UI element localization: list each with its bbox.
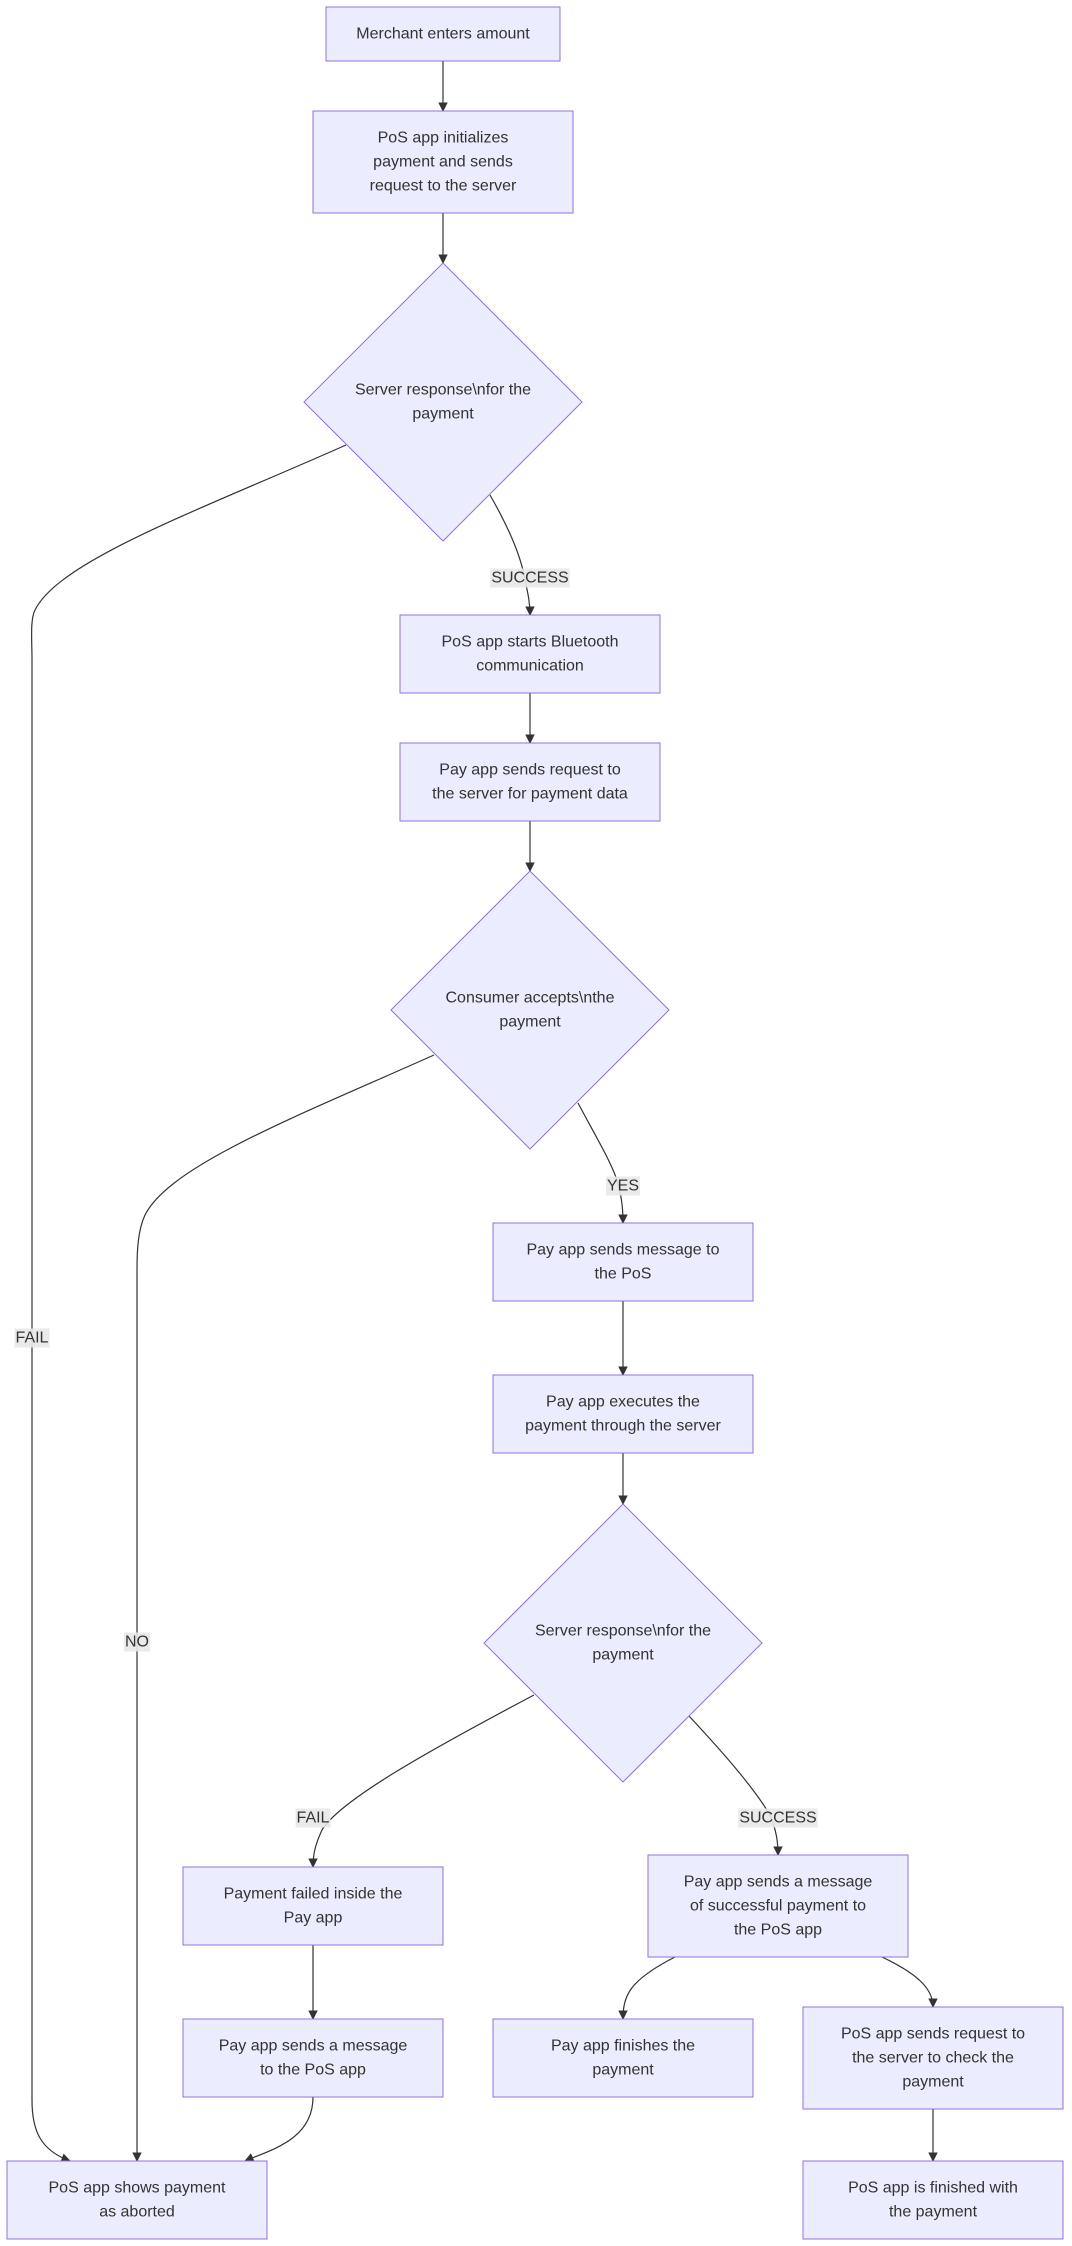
node-label-line: Pay app sends request to	[439, 762, 621, 779]
edge-label-server1-to-aborted: FAIL	[14, 1328, 50, 1348]
edges-layer	[31, 61, 938, 2163]
edge-label-bg	[124, 1632, 150, 1652]
node-label-line: PoS app is finished with	[848, 2180, 1018, 2197]
node-pay-success-msg: Pay app sends a message of successful pay…	[647, 1854, 909, 1958]
node-label-line: Server response\nfor the	[535, 1623, 711, 1640]
edge-label-consumer-to-pay_msg: YES	[605, 1176, 641, 1196]
node-pay-msg: Pay app sends message to the PoS	[492, 1222, 754, 1302]
node-label-line: payment and sends	[373, 154, 513, 171]
node-server2: Server response\nfor the payment	[483, 1503, 763, 1783]
node-label-line: PoS app shows payment	[49, 2180, 227, 2197]
node-label-line: Pay app finishes the	[551, 2038, 695, 2055]
process-box	[399, 614, 661, 694]
edge-server2-to-pay_success_msg	[688, 1715, 783, 1856]
edge-label-text: FAIL	[16, 1330, 49, 1347]
node-bt: PoS app starts Bluetooth communication	[399, 614, 661, 694]
edge-server1-to-aborted	[31, 444, 347, 2163]
process-box	[325, 6, 561, 62]
node-aborted: PoS app shows payment as aborted	[6, 2160, 268, 2240]
node-label-line: Pay app sends message to	[526, 1242, 719, 1259]
edge-label-text: YES	[607, 1178, 639, 1195]
node-label-line: as aborted	[99, 2204, 175, 2221]
edge-pay_success_msg-to-pos_check	[881, 1956, 938, 2008]
edge-label-server1-to-bt: SUCCESS	[490, 568, 570, 588]
edge-label-text: NO	[125, 1634, 149, 1651]
edge-label-server2-to-pay_success_msg: SUCCESS	[738, 1808, 818, 1828]
process-box	[802, 2006, 1064, 2110]
node-label-line: Pay app	[284, 1910, 343, 1927]
edge-label-bg	[295, 1808, 331, 1828]
node-label-line: PoS app starts Bluetooth	[442, 634, 619, 651]
process-box	[182, 2018, 444, 2098]
process-box	[312, 110, 574, 214]
edge-label-server2-to-fail_inside: FAIL	[295, 1808, 331, 1828]
edge-fail_msg-to-aborted	[244, 2096, 314, 2162]
node-label-line: communication	[476, 658, 584, 675]
node-label-line: the payment	[889, 2204, 978, 2221]
node-label-line: Pay app executes the	[546, 1394, 700, 1411]
node-label-line: the PoS	[595, 1266, 652, 1283]
node-label-line: the PoS app	[734, 1922, 822, 1939]
node-label-line: request to the server	[370, 178, 517, 195]
process-box	[492, 1222, 754, 1302]
node-label-line: payment through the server	[525, 1418, 721, 1435]
node-server1: Server response\nfor the payment	[303, 262, 583, 542]
edge-labels-layer: SUCCESS FAIL YES NO FAIL SUCCESS	[14, 568, 818, 1828]
edge-pay_success_msg-to-pay_finish	[618, 1956, 676, 2020]
node-label-line: the server to check the	[852, 2050, 1014, 2067]
edge-label-bg	[490, 568, 570, 588]
node-pay-exec: Pay app executes the payment through the …	[492, 1374, 754, 1454]
process-box	[399, 742, 661, 822]
edge-server1-to-bt	[489, 494, 535, 616]
node-consumer: Consumer accepts\nthe payment	[390, 870, 670, 1150]
node-label-line: the server for payment data	[432, 786, 628, 803]
edge-label-text: FAIL	[297, 1810, 330, 1827]
edge-label-consumer-to-aborted: NO	[124, 1632, 150, 1652]
edge-server2-to-fail_inside	[308, 1694, 535, 1868]
decision-diamond	[483, 1503, 763, 1783]
node-label-line: Merchant enters amount	[356, 26, 530, 43]
node-label-line: Payment failed inside the	[224, 1886, 403, 1903]
decision-diamond	[390, 870, 670, 1150]
node-pos-init: PoS app initializes payment and sends requ…	[312, 110, 574, 214]
edge-consumer-to-pay_msg	[577, 1102, 628, 1224]
edge-label-text: SUCCESS	[491, 570, 568, 587]
edge-label-bg	[14, 1328, 50, 1348]
node-pay-finish: Pay app finishes the payment	[492, 2018, 754, 2098]
node-label-line: Pay app sends a message	[219, 2038, 408, 2055]
node-fail-msg: Pay app sends a message to the PoS app	[182, 2018, 444, 2098]
node-merchant: Merchant enters amount	[325, 6, 561, 62]
node-label-line: payment	[592, 1647, 654, 1664]
node-label-line: payment	[499, 1014, 561, 1031]
node-label-line: payment	[902, 2074, 964, 2091]
node-label-line: of successful payment to	[690, 1898, 866, 1915]
node-label-line: Pay app sends a message	[684, 1874, 873, 1891]
node-pos-finished: PoS app is finished with the payment	[802, 2160, 1064, 2240]
node-pos-check: PoS app sends request to the server to ch…	[802, 2006, 1064, 2110]
node-label-line: to the PoS app	[260, 2062, 366, 2079]
edge-label-bg	[605, 1176, 641, 1196]
node-label-line: payment	[412, 406, 474, 423]
edge-label-bg	[738, 1808, 818, 1828]
decision-diamond	[303, 262, 583, 542]
node-label-line: payment	[592, 2062, 654, 2079]
process-box	[492, 1374, 754, 1454]
process-box	[182, 1866, 444, 1946]
node-label-line: PoS app sends request to	[841, 2026, 1025, 2043]
edge-label-text: SUCCESS	[739, 1810, 816, 1827]
node-label-line: Server response\nfor the	[355, 382, 531, 399]
process-box	[6, 2160, 268, 2240]
process-box	[802, 2160, 1064, 2240]
node-label-line: Consumer accepts\nthe	[446, 990, 615, 1007]
node-label-line: PoS app initializes	[378, 130, 509, 147]
node-pay-req: Pay app sends request to the server for p…	[399, 742, 661, 822]
process-box	[647, 1854, 909, 1958]
process-box	[492, 2018, 754, 2098]
edge-consumer-to-aborted	[132, 1054, 435, 2162]
